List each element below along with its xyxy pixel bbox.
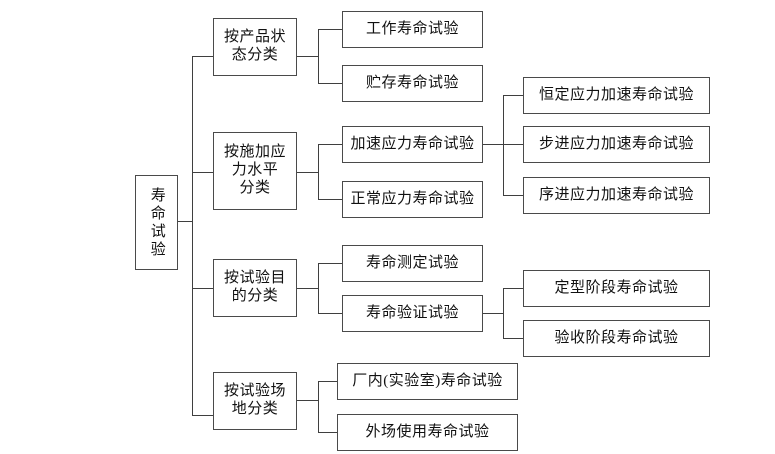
node-leaf-finalization-stage-label: 定型阶段寿命试验 (554, 279, 679, 296)
node-leaf-step-stress[interactable]: 步进应力加速寿命试验 (523, 126, 710, 163)
node-root-life-test[interactable]: 寿命试验 (135, 175, 178, 270)
connector-accelerated-child-2 (503, 144, 524, 146)
node-branch-stress-level[interactable]: 按施加应 力水平 分类 (213, 132, 297, 210)
connector-branch-3-out (297, 288, 319, 290)
connector-trunk-to-branch-4 (192, 415, 214, 417)
node-leaf-constant-stress[interactable]: 恒定应力加速寿命试验 (523, 77, 710, 114)
connector-branch-2-child-2 (318, 199, 342, 201)
node-leaf-accelerated-stress[interactable]: 加速应力寿命试验 (342, 126, 483, 163)
node-leaf-progressive-stress-label: 序进应力加速寿命试验 (538, 186, 694, 203)
connector-branch-2-bus (318, 144, 320, 200)
node-leaf-normal-stress-label: 正常应力寿命试验 (350, 190, 475, 207)
node-branch-test-site[interactable]: 按试验场 地分类 (213, 372, 297, 430)
node-leaf-constant-stress-label: 恒定应力加速寿命试验 (538, 86, 694, 103)
connector-branch-4-bus (318, 381, 320, 432)
node-leaf-acceptance-stage[interactable]: 验收阶段寿命试验 (523, 320, 710, 357)
node-leaf-in-plant-lab-label: 厂内(实验室)寿命试验 (352, 372, 503, 389)
node-leaf-life-verification-label: 寿命验证试验 (365, 304, 459, 321)
connector-branch-3-child-2 (318, 313, 342, 315)
connector-accelerated-child-1 (503, 95, 524, 97)
connector-trunk-to-branch-2 (192, 172, 214, 174)
connector-verification-bus (503, 288, 505, 338)
connector-root-stub (177, 221, 193, 223)
connector-accelerated-child-3 (503, 195, 524, 197)
node-branch-test-site-label: 按试验场 地分类 (223, 383, 286, 417)
connector-branch-4-child-2 (318, 432, 338, 434)
connector-accelerated-out (483, 144, 504, 146)
connector-verification-child-1 (503, 288, 524, 290)
connector-main-trunk (192, 56, 194, 416)
node-leaf-field-use[interactable]: 外场使用寿命试验 (337, 414, 518, 451)
node-leaf-normal-stress[interactable]: 正常应力寿命试验 (342, 181, 483, 218)
node-branch-stress-level-label: 按施加应 力水平 分类 (223, 144, 286, 196)
connector-verification-child-2 (503, 338, 524, 340)
connector-branch-3-bus (318, 263, 320, 314)
node-branch-product-state-label: 按产品状 态分类 (223, 29, 286, 63)
node-leaf-work-life-label: 工作寿命试验 (365, 20, 459, 37)
node-leaf-finalization-stage[interactable]: 定型阶段寿命试验 (523, 270, 710, 307)
node-leaf-in-plant-lab[interactable]: 厂内(实验室)寿命试验 (337, 363, 518, 400)
connector-branch-4-child-1 (318, 381, 338, 383)
connector-branch-2-child-1 (318, 144, 342, 146)
node-leaf-storage-life-label: 贮存寿命试验 (365, 74, 459, 91)
node-leaf-work-life[interactable]: 工作寿命试验 (342, 11, 483, 48)
connector-branch-2-out (297, 172, 319, 174)
node-leaf-life-verification[interactable]: 寿命验证试验 (342, 295, 483, 332)
connector-branch-4-out (297, 400, 319, 402)
connector-trunk-to-branch-3 (192, 288, 214, 290)
connector-branch-1-child-2 (318, 83, 342, 85)
node-leaf-storage-life[interactable]: 贮存寿命试验 (342, 65, 483, 102)
connector-trunk-to-branch-1 (192, 56, 214, 58)
node-branch-product-state[interactable]: 按产品状 态分类 (213, 18, 297, 76)
node-leaf-acceptance-stage-label: 验收阶段寿命试验 (554, 329, 679, 346)
connector-branch-1-out (297, 56, 319, 58)
connector-branch-1-bus (318, 29, 320, 84)
node-leaf-progressive-stress[interactable]: 序进应力加速寿命试验 (523, 177, 710, 214)
node-leaf-life-measurement[interactable]: 寿命测定试验 (342, 245, 483, 282)
node-branch-test-purpose[interactable]: 按试验目 的分类 (213, 259, 297, 317)
connector-verification-out (483, 313, 504, 315)
node-root-label: 寿命试验 (148, 186, 165, 259)
connector-branch-1-child-1 (318, 29, 342, 31)
node-leaf-accelerated-stress-label: 加速应力寿命试验 (350, 135, 475, 152)
node-leaf-step-stress-label: 步进应力加速寿命试验 (538, 135, 694, 152)
node-leaf-field-use-label: 外场使用寿命试验 (365, 423, 490, 440)
node-branch-test-purpose-label: 按试验目 的分类 (223, 270, 286, 304)
node-leaf-life-measurement-label: 寿命测定试验 (365, 254, 459, 271)
connector-branch-3-child-1 (318, 263, 342, 265)
